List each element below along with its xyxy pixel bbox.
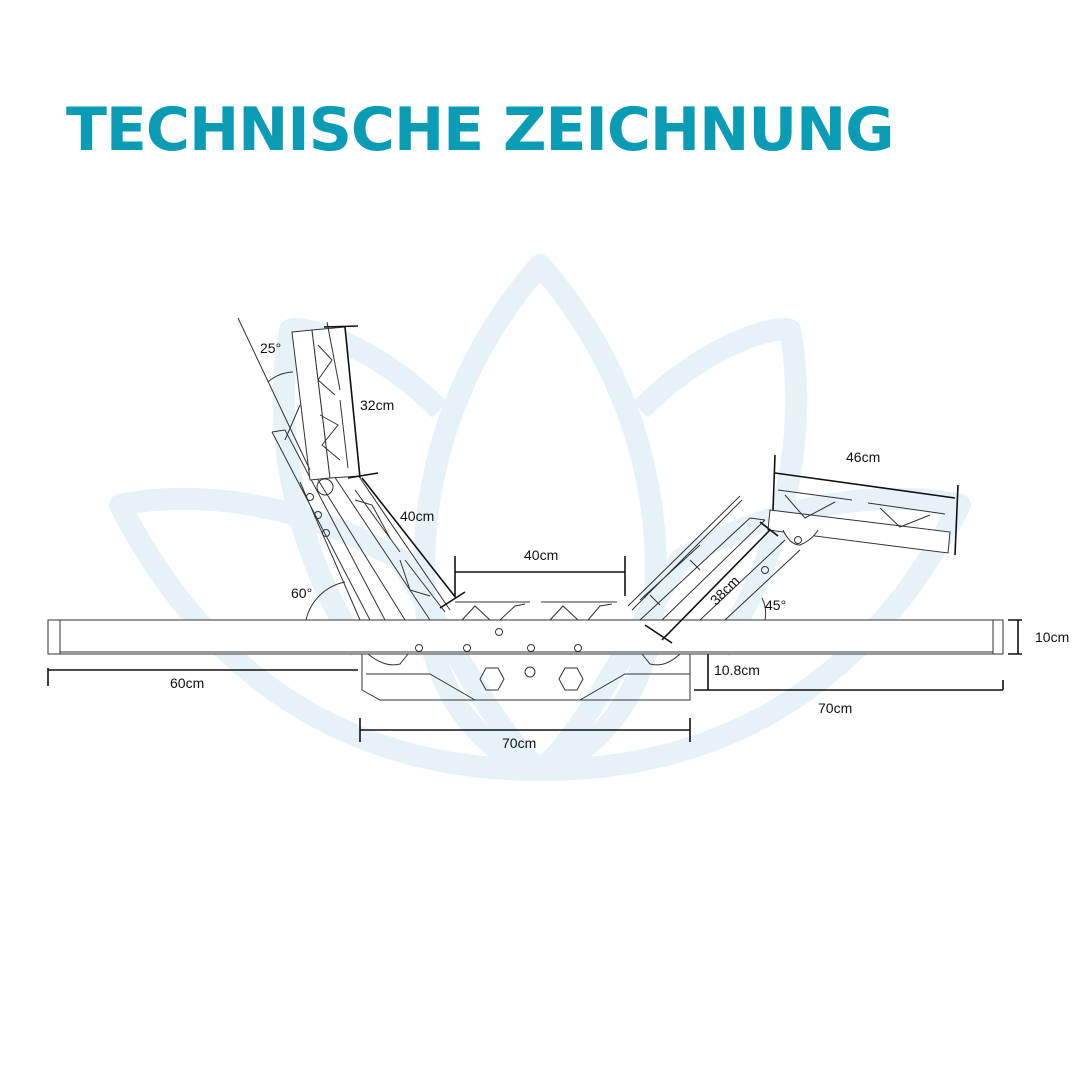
label-leg-upper-length: 46cm: [846, 449, 880, 465]
label-backrest-angle: 25°: [260, 340, 281, 356]
main-frame-bar: [47, 619, 1004, 655]
label-base-width: 70cm: [502, 735, 536, 751]
label-leg-angle: 45°: [765, 597, 786, 613]
label-backrest-base-angle: 60°: [291, 585, 312, 601]
legrest-lower: [627, 495, 801, 621]
page-title: TECHNISCHE ZEICHNUNG: [66, 95, 894, 165]
label-seat-length: 40cm: [524, 547, 558, 563]
label-backrest-top-length: 32cm: [360, 397, 394, 413]
backrest-lower: [271, 429, 451, 621]
lotus-icon: [109, 254, 971, 781]
dimension-lines: [47, 317, 1022, 742]
label-base-height: 10.8cm: [714, 662, 760, 678]
label-left-width: 60cm: [170, 675, 204, 691]
base-frame: [361, 653, 691, 701]
legrest-upper: [767, 489, 951, 554]
label-right-width: 70cm: [818, 700, 852, 716]
label-backrest-lower-length: 40cm: [400, 508, 434, 524]
seat-section: [455, 601, 617, 621]
label-frame-height: 10cm: [1035, 629, 1069, 645]
